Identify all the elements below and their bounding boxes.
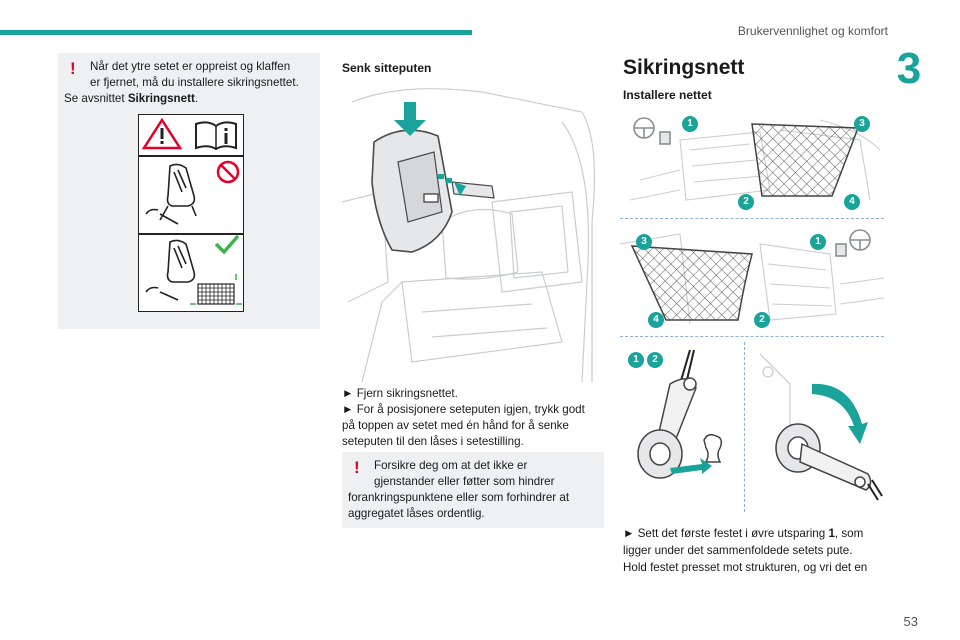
warning-line-3: Se avsnittet Sikringsnett. [64,91,198,107]
anchor-rotate-illustration [750,344,884,510]
warning-line-4: aggregatet låses ordentlig. [348,507,485,520]
subheading-installere-nettet: Installere nettet [623,88,712,102]
check-icon [214,234,240,255]
warning-line-3-suffix: . [194,92,199,105]
anchor-badge-3: 3 [636,234,652,250]
section-title-senk-sitteputen: Senk sitteputen [342,61,432,75]
instruction-line-1: ► Fjern sikringsnettet. [342,387,458,400]
anchor-badge-3: 3 [854,116,870,132]
anchor-badge-1: 1 [682,116,698,132]
anchor-badge-1: 1 [628,352,644,368]
instruction-line-4: seteputen til den låses i setestilling. [342,435,524,448]
green-arrows-icon [190,274,242,305]
dashed-separator-1 [620,218,884,219]
warning-triangle-icon [141,117,183,150]
warning-line-2: gjenstander eller føtter som hindrer [374,475,555,488]
pictogram-svg [141,117,242,305]
seat-lowering-illustration [342,82,604,382]
insert-arrow-icon [670,458,712,474]
warning-line-1: Når det ytre setet er oppreist og klaffe… [90,60,291,73]
pictogram-divider-1 [139,155,243,157]
warning-line-3-prefix: Se avsnittet [64,92,128,105]
push-arrow-icon [438,174,466,196]
net-install-illustration-top: 1 3 2 4 [620,110,884,214]
seat-cushion-shape [371,129,495,253]
anchor-insert-svg [637,349,723,479]
anchor-badge-4: 4 [648,312,664,328]
manual-book-icon [195,121,237,151]
anchor-badge-2: 2 [738,194,754,210]
net-instruction-line-2: ligger under det sammenfoldede setets pu… [623,544,853,557]
warning-link-sikringsnett: Sikringsnett [127,92,195,105]
warning-line-3: forankringspunktene eller som forhindrer… [348,491,570,504]
net-middle-svg [620,229,884,325]
section-heading-sikringsnett: Sikringsnett [623,56,745,79]
dashed-separator-2 [620,336,884,337]
anchor-badge-4: 4 [844,194,860,210]
chapter-number: 3 [896,44,922,93]
middle-warning-box: ! Forsikre deg om at det ikke er gjensta… [342,452,604,528]
prohibited-icon [216,160,240,184]
instruction-line-3: på toppen av setet med én hånd for å sen… [342,419,569,432]
anchor-badge-1: 1 [810,234,826,250]
net-instruction-suffix: , som [834,527,864,540]
warning-line-2: er fjernet, må du installere sikringsnet… [90,76,299,89]
anchor-rotate-svg [759,353,883,501]
pictogram-divider-2 [139,233,243,235]
page-number: 53 [903,614,918,629]
seat-illustration-svg [342,88,596,382]
net-grid-icon [197,283,235,305]
warning-line-1: Forsikre deg om at det ikke er [374,459,528,472]
net-install-illustration-middle: 3 1 4 2 [620,224,884,330]
rotate-arrow-icon [812,383,868,444]
net-instruction-line-3: Hold festet presset mot strukturen, og v… [623,561,868,574]
warning-icon: ! [354,458,360,477]
steering-wheel-icon [835,229,871,257]
seat-with-net-icon [145,239,196,301]
header-accent-bar [0,30,472,35]
steering-wheel-icon [633,117,671,145]
dashed-separator-vertical [744,342,745,512]
down-arrow-icon [394,102,426,136]
chapter-title: Brukervennlighet og komfort [737,24,888,38]
net-instruction-number: 1 [828,527,835,540]
warning-icon: ! [70,59,76,78]
anchor-badge-2: 2 [754,312,770,328]
anchor-insert-illustration: 1 2 [620,344,740,510]
instruction-line-2: ► For å posisjonere seteputen igjen, try… [342,403,585,416]
net-instruction-line-1: ► Sett det første festet i øvre utsparin… [623,526,863,543]
seat-folded-icon [145,163,197,225]
net-instruction-prefix: ► Sett det første festet i øvre utsparin… [623,527,829,540]
safety-pictogram-panel [138,114,244,312]
anchor-badge-2: 2 [647,352,663,368]
